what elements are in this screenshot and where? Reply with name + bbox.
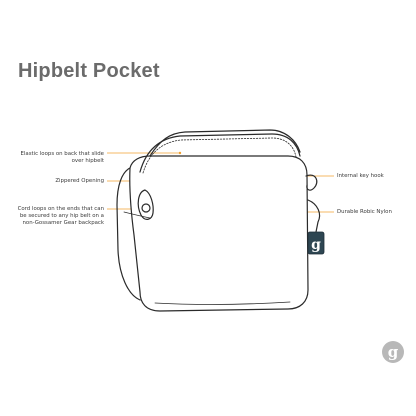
pouch-bottom-seam — [154, 301, 291, 305]
callout-cord-loops: Cord loops on the ends that can be secur… — [17, 206, 104, 226]
pouch-body — [116, 129, 321, 312]
brand-watermark-icon: g — [382, 341, 404, 363]
right-cord-loop — [307, 199, 321, 233]
pouch-front-face — [129, 155, 309, 312]
diagram-title: Hipbelt Pocket — [18, 60, 160, 82]
callout-elastic-loops: Elastic loops on back that slide over hi… — [20, 151, 105, 164]
pouch-side-gusset — [116, 167, 141, 301]
leader-dot-elastic-loops — [178, 151, 182, 155]
zipper-teeth — [142, 137, 297, 174]
side-panel-seam — [123, 211, 151, 219]
brand-tag-letter: g — [311, 237, 321, 253]
watermark-letter: g — [388, 343, 399, 361]
zipper-pull — [137, 189, 154, 220]
internal-key-hook — [305, 174, 318, 191]
callout-internal-key-hook: Internal key hook — [337, 173, 384, 179]
callout-durable-robic-nylon: Durable Robic Nylon — [337, 209, 392, 215]
zipper-pull-ring — [141, 203, 151, 213]
brand-tag: g — [307, 231, 325, 255]
pouch-top-edge — [149, 129, 301, 157]
callout-zippered-opening: Zippered Opening — [55, 178, 104, 184]
zipper-track — [139, 133, 301, 173]
